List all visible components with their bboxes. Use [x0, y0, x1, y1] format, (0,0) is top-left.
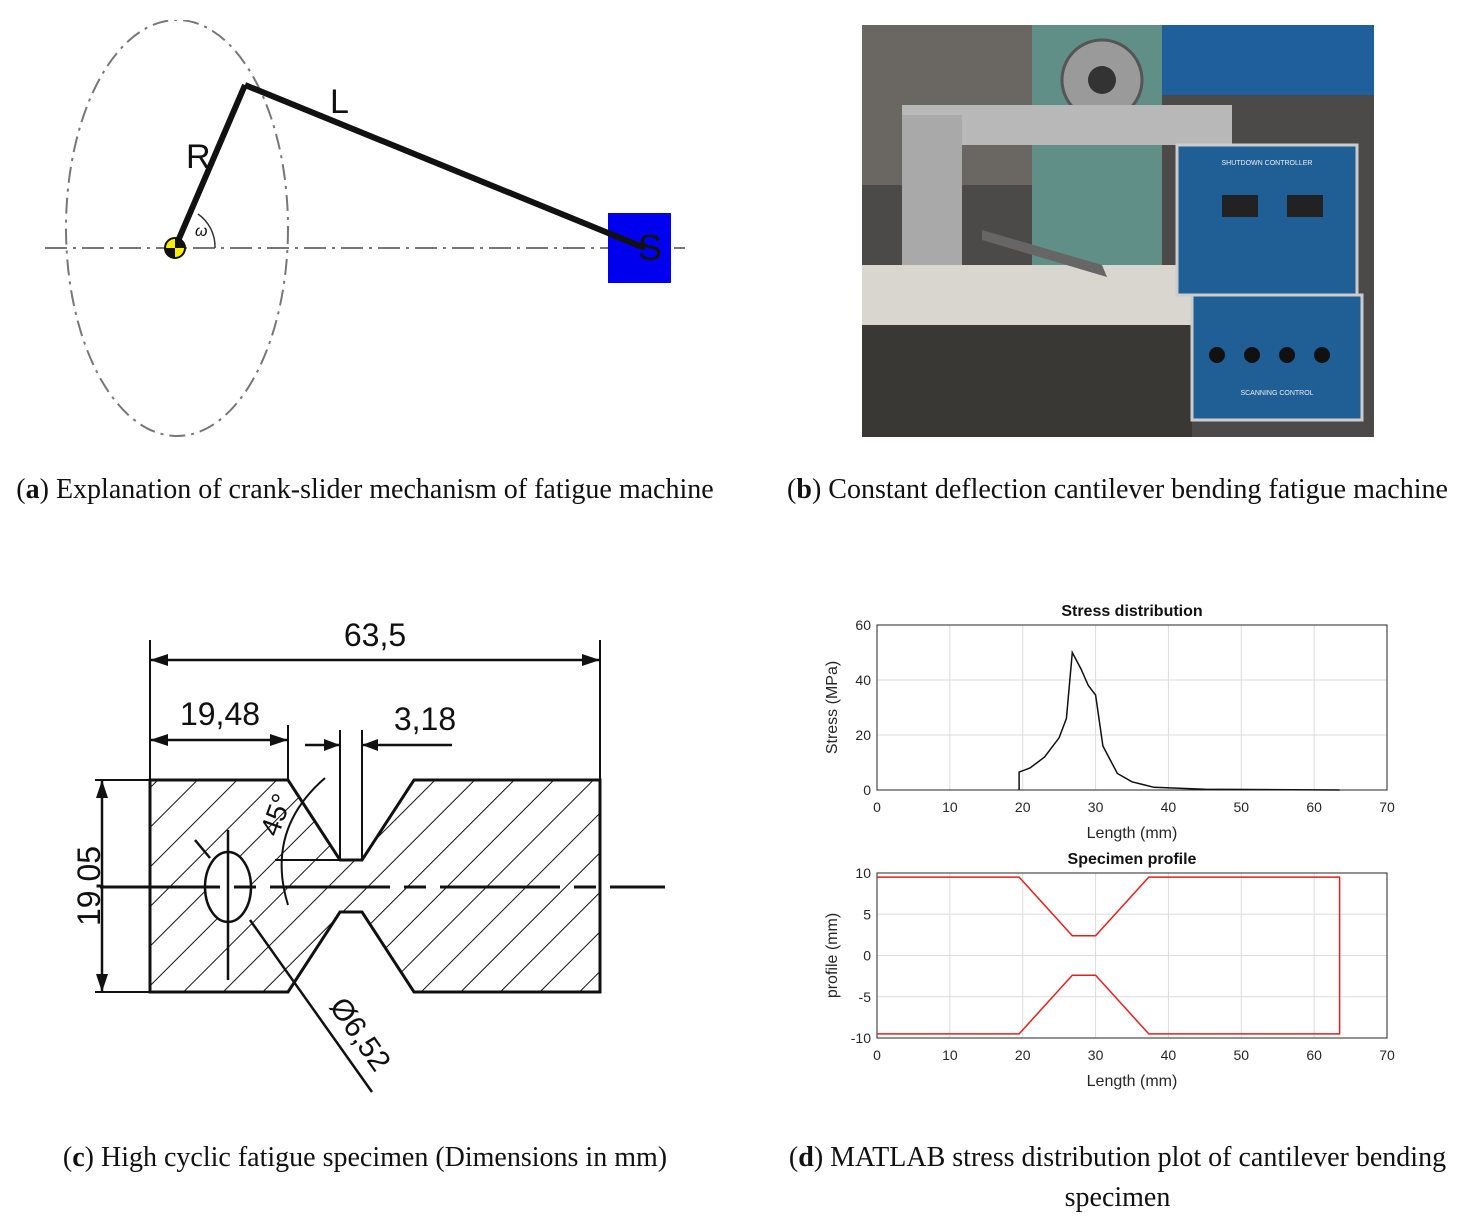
x-tick-label: 40 [1161, 1047, 1177, 1063]
label-L: L [330, 83, 349, 121]
dim-hole: Ø6,52 [323, 992, 397, 1078]
series-line-0-0 [1018, 649, 1340, 791]
caption-c: (c) High cyclic fatigue specimen (Dimens… [62, 1142, 668, 1173]
specimen-drawing: 63,5 19,48 3,18 19,05 45° Ø6,52 [71, 617, 665, 1093]
controller-top-label: SHUTDOWN CONTROLLER [1221, 160, 1312, 167]
x-tick-label: 10 [942, 1047, 958, 1063]
x-tick-label: 50 [1233, 799, 1249, 815]
crank-circle [65, 20, 289, 437]
controller-bottom-label: SCANNING CONTROL [1240, 390, 1313, 397]
plot-frame-1 [876, 872, 1388, 1039]
dim-total-length: 63,5 [344, 617, 406, 653]
x-axis-label: Length (mm) [1087, 825, 1178, 842]
label-omega: ω [195, 223, 207, 240]
plot-frame-0 [876, 624, 1388, 791]
x-tick-label: 50 [1233, 1047, 1249, 1063]
x-tick-label: 60 [1306, 1047, 1322, 1063]
x-tick-label: 30 [1088, 799, 1104, 815]
y-tick-label: 40 [855, 672, 871, 688]
dim-height: 19,05 [71, 846, 107, 926]
crank-arm-R [172, 83, 248, 250]
fatigue-machine-photo: SHUTDOWN CONTROLLER SCANNING CONTROL [862, 25, 1374, 437]
y-tick-label: -5 [859, 989, 872, 1005]
dim-shoulder: 19,48 [180, 696, 260, 732]
x-tick-label: 70 [1379, 799, 1395, 815]
x-tick-label: 60 [1306, 799, 1322, 815]
y-axis-label: Stress (MPa) [824, 661, 841, 754]
caption-d: (d) MATLAB stress distribution plot of c… [788, 1142, 1447, 1213]
y-tick-label: 0 [863, 782, 871, 798]
x-axis-label: Length (mm) [1087, 1073, 1178, 1090]
x-tick-label: 0 [873, 799, 881, 815]
caption-a: (a) Explanation of crank-slider mechanis… [16, 474, 714, 505]
y-tick-label: 5 [863, 906, 871, 922]
caption-b: (b) Constant deflection cantilever bendi… [787, 474, 1448, 505]
label-S: S [638, 227, 662, 268]
y-tick-label: 10 [855, 865, 871, 881]
x-tick-label: 30 [1088, 1047, 1104, 1063]
y-axis-label: profile (mm) [824, 913, 841, 998]
angle-arc [197, 213, 216, 249]
plot-area-0 [876, 624, 1388, 791]
y-tick-label: 0 [863, 948, 871, 964]
y-tick-label: -10 [851, 1030, 871, 1046]
chart-title: Specimen profile [1068, 851, 1197, 868]
x-tick-label: 40 [1161, 799, 1177, 815]
y-tick-label: 60 [855, 617, 871, 633]
x-tick-label: 20 [1015, 799, 1031, 815]
x-tick-label: 10 [942, 799, 958, 815]
dim-notch-width: 3,18 [394, 701, 456, 737]
chart-title: Stress distribution [1061, 603, 1202, 620]
x-tick-label: 0 [873, 1047, 881, 1063]
x-tick-label: 70 [1379, 1047, 1395, 1063]
connecting-rod-L [243, 82, 647, 251]
label-R: R [186, 138, 211, 176]
y-tick-label: 20 [855, 727, 871, 743]
series-line-1-0 [877, 876, 1341, 1035]
crank-slider-diagram: R L S ω [45, 20, 685, 437]
x-tick-label: 20 [1015, 1047, 1031, 1063]
